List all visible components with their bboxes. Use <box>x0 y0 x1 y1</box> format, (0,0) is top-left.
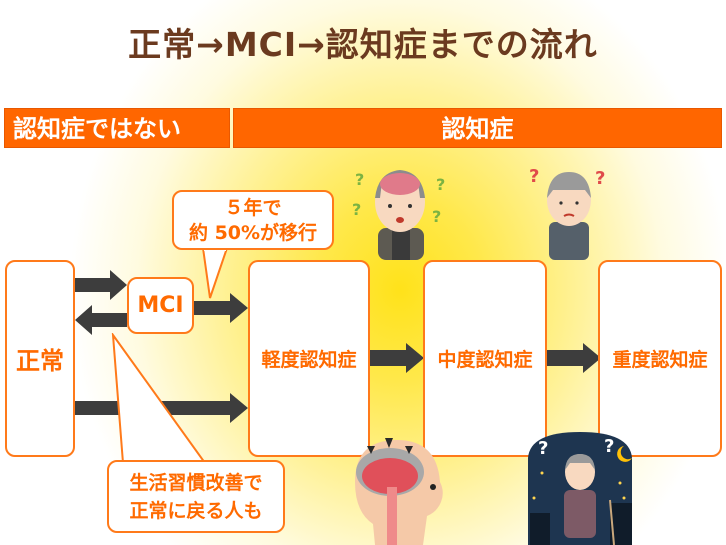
svg-text:?: ? <box>595 168 605 189</box>
callout-tail-transition <box>201 247 229 299</box>
stage-normal: 正常 <box>5 260 75 457</box>
stage-mild-label: 軽度認知症 <box>261 349 357 371</box>
svg-text:?: ? <box>432 207 441 226</box>
brain-atrophy-icon <box>355 438 443 545</box>
callout-transition-line1: ５年で <box>224 197 282 219</box>
svg-text:?: ? <box>538 438 548 459</box>
arrow-mild-to-moderate <box>370 343 424 373</box>
stage-moderate-dementia: 中度認知症 <box>423 260 547 457</box>
elderly-woman-confused-icon: ? ? <box>529 166 605 260</box>
arrow-mci-to-normal <box>75 305 127 335</box>
svg-text:?: ? <box>604 436 614 457</box>
elderly-man-confused-icon: ? ? ? ? <box>352 170 445 260</box>
callout-transition-line2: 約 50%が移行 <box>188 222 318 244</box>
callout-recovery: 生活習慣改善で 正常に戻る人も <box>107 460 285 533</box>
svg-text:?: ? <box>436 175 445 194</box>
stage-severe-label: 重度認知症 <box>612 349 708 371</box>
page-title: 正常→MCI→認知症までの流れ <box>128 25 598 64</box>
stage-mci-label: MCI <box>137 293 184 318</box>
arrow-mci-to-mild <box>194 293 248 323</box>
svg-text:?: ? <box>529 166 539 187</box>
arrow-moderate-to-severe <box>547 343 601 373</box>
callout-recovery-line2: 正常に戻る人も <box>129 500 263 522</box>
header-not-dementia: 認知症ではない <box>4 108 230 148</box>
stage-moderate-label: 中度認知症 <box>437 349 533 371</box>
elderly-woman-wandering-night-icon: ? ? <box>528 432 632 545</box>
callout-recovery-line1: 生活習慣改善で <box>129 472 263 494</box>
callout-transition: ５年で 約 50%が移行 <box>172 190 334 250</box>
svg-text:?: ? <box>355 170 364 189</box>
stage-severe-dementia: 重度認知症 <box>598 260 722 457</box>
stage-mci: MCI <box>127 277 194 334</box>
header-dementia: 認知症 <box>233 108 722 148</box>
arrow-normal-to-mci <box>75 270 127 300</box>
stage-mild-dementia: 軽度認知症 <box>248 260 370 457</box>
stage-normal-label: 正常 <box>16 347 64 375</box>
callout-tail-recovery <box>111 333 207 464</box>
svg-text:?: ? <box>352 200 361 219</box>
